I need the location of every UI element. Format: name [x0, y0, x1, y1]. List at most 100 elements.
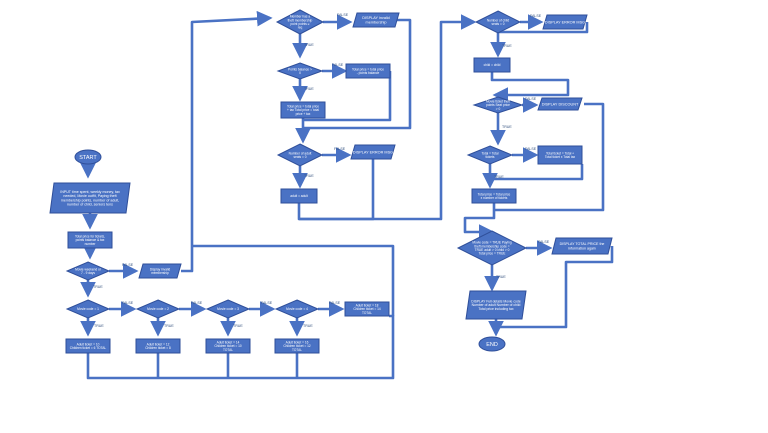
- connector-line: [500, 246, 614, 329]
- edge-label-false: FALSE: [525, 97, 537, 101]
- out-adults-text: DISPLAY ERROR MSG: [353, 150, 393, 154]
- dec-m1-node: Movie code = 1: [65, 299, 111, 319]
- proc-tax-text: Total ticket = Total +Total ticket x Tot…: [545, 151, 576, 159]
- connector-line: [86, 314, 395, 380]
- dec-points-text: Points balance >0: [288, 67, 312, 75]
- connector-line: [303, 18, 412, 130]
- start-text: START: [79, 155, 97, 161]
- edge-label-true: TRUE: [502, 125, 512, 129]
- proc-adult-node: adult = adult: [280, 188, 318, 204]
- edge-label-false: FALSE: [122, 263, 134, 267]
- edge-label-false: FALSE: [334, 147, 346, 151]
- dec-m4-node: Movie code = 4: [274, 299, 320, 319]
- proc-tax-node: Total ticket = Total +Total ticket x Tot…: [537, 145, 583, 165]
- connector-line: [498, 22, 589, 34]
- proc-disc-node: Total price = total price+ tax Total pri…: [280, 101, 326, 119]
- edge-label-true: TRUE: [94, 324, 104, 328]
- edge-label-false: FALSE: [329, 301, 341, 305]
- out-adults-node: DISPLAY ERROR MSG: [350, 144, 396, 160]
- edge-label-false: FALSE: [122, 301, 134, 305]
- process-init-node: Total price for tickets,points balance &…: [67, 231, 113, 249]
- connector-line: [490, 72, 570, 103]
- out-seats-node: DISPLAY DISCOUNT: [537, 97, 583, 111]
- out-child-node: DISPLAY ERROR MSG: [542, 14, 588, 30]
- edge-label-false: FALSE: [337, 13, 349, 17]
- edge-label-true: TRUE: [304, 87, 314, 91]
- start-node: START: [74, 149, 102, 165]
- edge-label-false: FALSE: [261, 301, 273, 305]
- edge-label-true: TRUE: [502, 44, 512, 48]
- connector-line: [494, 164, 584, 181]
- edge-label-false: FALSE: [530, 14, 542, 18]
- edge-label-true: TRUE: [303, 324, 313, 328]
- edge-label-true: TRUE: [496, 275, 506, 279]
- edge-label-true: TRUE: [93, 285, 103, 289]
- dec-m4-text: Movie code = 4: [286, 307, 308, 311]
- out-child-text: DISPLAY ERROR MSG: [545, 20, 585, 24]
- edge-label-false: FALSE: [538, 240, 550, 244]
- edge-label-true: TRUE: [494, 175, 504, 179]
- dec-m2-text: Movie code = 2: [147, 307, 169, 311]
- connector-line: [494, 102, 605, 212]
- proc-child-node: child = child: [473, 57, 511, 73]
- edge-label-false: FALSE: [525, 147, 537, 151]
- proc-points-text: Total price = total price- points balanc…: [352, 67, 384, 75]
- proc-disc-text: Total price = total price+ tax Total pri…: [287, 104, 319, 115]
- edge-label-false: FALSE: [332, 63, 344, 67]
- connector-line: [181, 10, 273, 273]
- edge-label-true: TRUE: [233, 324, 243, 328]
- connector-line: [303, 71, 392, 122]
- dec-m2-node: Movie code = 2: [135, 299, 181, 319]
- dec-m1-text: Movie code = 1: [77, 307, 99, 311]
- process-init-text: Total price for tickets,points balance &…: [75, 234, 105, 245]
- edge-label-true: TRUE: [304, 174, 314, 178]
- dec-m3-node: Movie code = 3: [205, 299, 251, 319]
- proc-adult-text: adult = adult: [290, 194, 308, 198]
- edge-label-false: FALSE: [191, 301, 203, 305]
- proc-child-text: child = child: [484, 63, 501, 67]
- dec-m3-text: Movie code = 3: [217, 307, 239, 311]
- out-seats-text: DISPLAY DISCOUNT: [542, 102, 579, 106]
- edge-label-true: TRUE: [164, 324, 174, 328]
- connector-line: [192, 244, 395, 316]
- end-node: END: [478, 336, 506, 352]
- dec-points-node: Points balance >0: [276, 62, 324, 80]
- edge-label-true: TRUE: [304, 43, 314, 47]
